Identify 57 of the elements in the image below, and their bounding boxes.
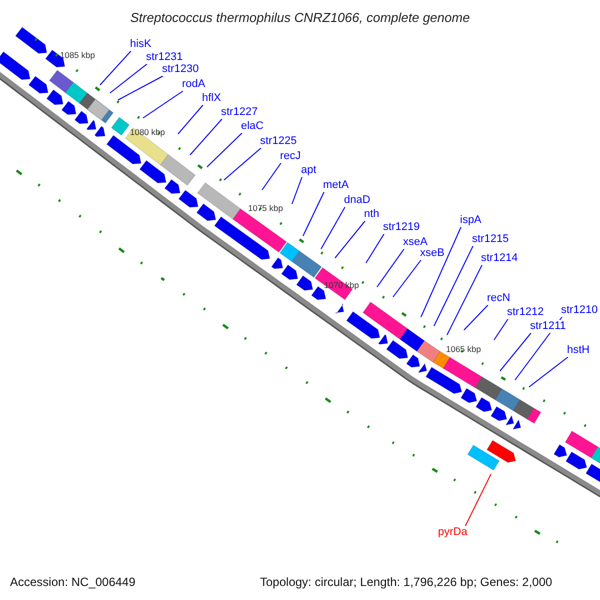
leader-line	[262, 162, 282, 190]
leader-line	[206, 132, 242, 168]
leader-line	[366, 234, 384, 264]
gene-label: dnaD	[344, 194, 370, 207]
gene-label: xseB	[420, 247, 444, 260]
leader-line	[500, 332, 532, 372]
gene-label: str1212	[507, 306, 544, 319]
gene-label: recJ	[280, 150, 301, 163]
gene-label: xseA	[403, 236, 428, 249]
footer-text: Topology: circular; Length: 1,796,226 bp; Genes: 2,000	[260, 575, 552, 590]
gene-label: str1231	[146, 51, 183, 64]
leader-line	[292, 176, 302, 204]
gene-label: str1227	[221, 106, 258, 119]
leader-line	[434, 246, 474, 326]
gene-label: nth	[364, 208, 380, 221]
leader-line	[118, 76, 164, 100]
leader-line	[376, 248, 404, 288]
gene-label: rodA	[182, 78, 206, 91]
gene-label: str1219	[383, 221, 420, 234]
scale-label: 1085 kbp	[60, 50, 95, 61]
gene-label: hisK	[130, 38, 152, 51]
gene-label: str1214	[481, 252, 518, 265]
leader-line	[446, 264, 482, 336]
leader-line	[494, 318, 508, 340]
gene-label: str1225	[260, 135, 297, 148]
scale-label: 1065 kbp	[446, 344, 481, 355]
gene-label: metA	[323, 179, 349, 192]
leader-line	[320, 206, 346, 250]
scale-label: 1070 kbp	[324, 280, 359, 291]
gene-label: str1210	[561, 304, 598, 317]
gene-label: apt	[301, 164, 316, 177]
leader-line	[464, 474, 492, 526]
leader-line	[178, 104, 204, 134]
gene-label: recN	[487, 292, 510, 305]
leader-line	[100, 50, 132, 86]
scale-label: 1080 kbp	[130, 127, 165, 138]
title: Streptococcus thermophilus CNRZ1066, complete genome	[129, 10, 471, 26]
leader-line	[142, 90, 184, 118]
leader-line	[334, 220, 366, 258]
footer-text: Accession: NC_006449	[10, 575, 136, 590]
leader-line	[190, 118, 222, 156]
leader-line	[420, 226, 462, 318]
leader-line	[392, 260, 422, 298]
gene-label: hstH	[567, 344, 590, 357]
leader-line	[110, 64, 148, 94]
gene-label: hflX	[202, 92, 221, 105]
scale-label: 1075 kbp	[248, 203, 283, 214]
gene-label: pyrDa	[438, 526, 468, 539]
leader-line	[224, 148, 262, 180]
gene-label: str1230	[162, 63, 199, 76]
gene-label: str1215	[472, 233, 509, 246]
gene-label: elaC	[241, 120, 264, 133]
leader-line	[464, 304, 488, 330]
gene-label: ispA	[460, 214, 482, 227]
leader-line	[528, 356, 568, 388]
gene-label: str1211	[530, 320, 566, 333]
leader-line	[302, 192, 324, 236]
